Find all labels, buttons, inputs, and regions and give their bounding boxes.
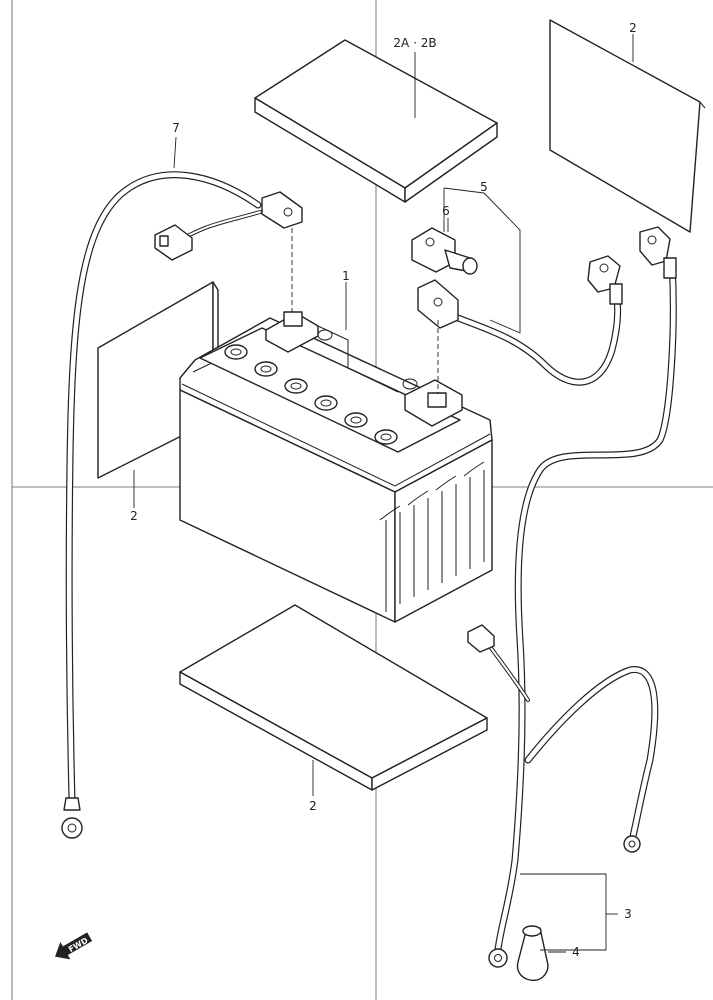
terminal-boot-4[interactable] bbox=[516, 925, 549, 982]
battery-terminals bbox=[265, 311, 463, 427]
pad-2-bottom[interactable] bbox=[179, 604, 488, 791]
cable-5[interactable] bbox=[417, 255, 623, 386]
forward-arrow-icon bbox=[55, 932, 93, 960]
label-part-4: 4 bbox=[572, 945, 580, 959]
label-part-2-top-right: 2 bbox=[629, 21, 637, 35]
terminal-cover-6[interactable] bbox=[411, 227, 478, 275]
cable-7[interactable] bbox=[61, 171, 303, 839]
coupler-7 bbox=[154, 224, 193, 261]
pad-2a-2b[interactable] bbox=[254, 39, 498, 203]
fwd-direction-badge: FWD bbox=[55, 932, 93, 960]
leader-lines bbox=[133, 34, 634, 953]
cable-7-lug bbox=[261, 191, 303, 229]
label-part-1: 1 bbox=[342, 269, 350, 283]
label-part-2-left: 2 bbox=[130, 509, 138, 523]
vent-caps bbox=[224, 344, 398, 445]
label-part-6: 6 bbox=[442, 204, 450, 218]
cable-3-small-connector bbox=[467, 624, 495, 653]
battery-cell-walls bbox=[379, 461, 485, 612]
cable-3-top-terminal bbox=[639, 226, 677, 279]
label-part-2a-2b: 2A · 2B bbox=[393, 36, 436, 50]
cable-3[interactable] bbox=[467, 226, 677, 968]
label-part-2-bottom: 2 bbox=[309, 799, 317, 813]
cable-5-end-terminal bbox=[587, 255, 623, 305]
label-part-7: 7 bbox=[172, 121, 180, 135]
cable-3-bottom-terminals bbox=[488, 835, 641, 968]
cable-5-clamp bbox=[417, 279, 459, 329]
battery[interactable] bbox=[179, 311, 493, 623]
pad-2-top-right[interactable] bbox=[549, 19, 706, 233]
label-part-3: 3 bbox=[624, 907, 632, 921]
label-part-5: 5 bbox=[480, 180, 488, 194]
